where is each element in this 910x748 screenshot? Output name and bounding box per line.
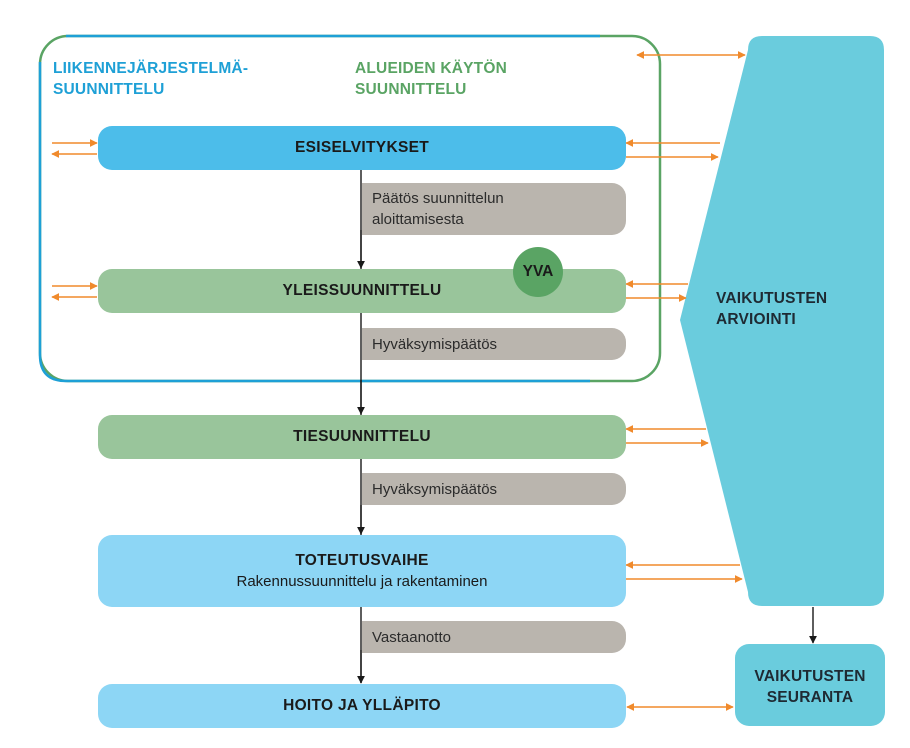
stage-hoito-label: HOITO JA YLLÄPITO <box>283 697 441 714</box>
impact-monitoring-line1: VAIKUTUSTEN <box>754 668 866 685</box>
decision-handover: Vastaanotto <box>362 621 626 653</box>
landuse-heading-line2: SUUNNITTELU <box>355 81 467 98</box>
landuse-planning-heading: ALUEIDEN KÄYTÖN SUUNNITTELU <box>355 58 507 100</box>
landuse-heading-line1: ALUEIDEN KÄYTÖN <box>355 60 507 77</box>
decision-handover-label: Vastaanotto <box>372 628 451 646</box>
decision-start-planning-line2: aloittamisesta <box>372 211 464 228</box>
stage-tiesuunnittelu-label: TIESUUNNITTELU <box>293 428 431 445</box>
transport-planning-heading: LIIKENNEJÄRJESTELMÄ- SUUNNITTELU <box>53 58 248 100</box>
yva-badge: YVA <box>513 247 563 297</box>
decision-approval-2-label: Hyväksymispäätös <box>372 480 498 498</box>
stage-esiselvitykset: ESISELVITYKSET <box>98 126 626 170</box>
decision-approval-1: Hyväksymispäätös <box>362 328 626 360</box>
stage-toteutusvaihe-title: TOTEUTUSVAIHE <box>295 552 429 569</box>
stage-tiesuunnittelu: TIESUUNNITTELU <box>98 415 626 459</box>
stage-esiselvitykset-label: ESISELVITYKSET <box>295 139 429 156</box>
stage-toteutusvaihe-subtitle: Rakennussuunnittelu ja rakentaminen <box>236 573 488 590</box>
impact-assessment-line2: ARVIOINTI <box>716 311 796 328</box>
transport-heading-line1: LIIKENNEJÄRJESTELMÄ- <box>53 60 249 77</box>
stage-hoito-ja-yllapito: HOITO JA YLLÄPITO <box>98 684 626 728</box>
impact-monitoring-label: VAIKUTUSTEN SEURANTA <box>735 666 885 708</box>
decision-approval-1-label: Hyväksymispäätös <box>372 335 498 353</box>
stage-yleissuunnittelu-label: YLEISSUUNNITTELU <box>282 282 442 299</box>
decision-approval-2: Hyväksymispäätös <box>362 473 626 505</box>
impact-monitoring-line2: SEURANTA <box>766 689 854 706</box>
decision-start-planning: Päätös suunnittelun aloittamisesta <box>362 183 626 235</box>
impact-assessment-label: VAIKUTUSTEN ARVIOINTI <box>716 288 827 330</box>
impact-assessment-shape <box>680 36 884 606</box>
stage-toteutusvaihe: TOTEUTUSVAIHE Rakennussuunnittelu ja rak… <box>98 535 626 607</box>
decision-start-planning-line1: Päätös suunnittelun <box>372 190 504 207</box>
impact-assessment-line1: VAIKUTUSTEN <box>716 290 828 307</box>
transport-heading-line2: SUUNNITTELU <box>53 81 165 98</box>
transport-planning-frame <box>38 34 600 383</box>
impact-monitoring-box <box>735 644 885 726</box>
